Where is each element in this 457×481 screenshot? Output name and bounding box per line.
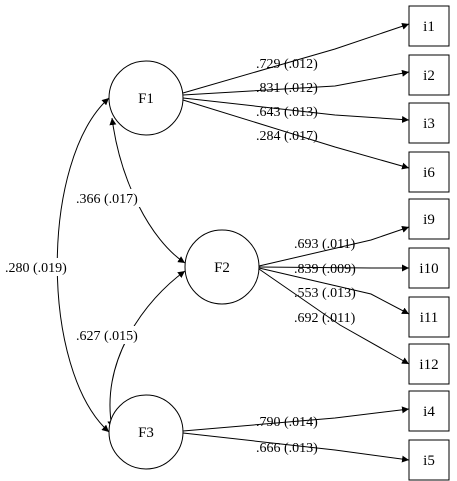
loading-edge-F1-i3 [182, 97, 410, 124]
loading-label-i12: .692 (.011) [294, 311, 356, 326]
factor-label-F2: F2 [214, 260, 230, 276]
indicator-label-i12: i12 [419, 357, 438, 373]
loading-label-i9: .693 (.011) [294, 237, 356, 252]
indicator-box-i1 [408, 5, 450, 47]
loading-edge-F2-i10 [258, 264, 409, 272]
indicator-box-i12 [408, 343, 450, 385]
indicator-label-i9: i9 [423, 212, 435, 228]
indicator-box-i5 [408, 439, 450, 481]
loading-label-i2: .831 (.012) [256, 81, 318, 96]
factor-label-F3: F3 [138, 425, 154, 441]
indicator-label-i11: i11 [420, 310, 439, 326]
indicator-box-i3 [408, 102, 450, 144]
indicator-label-i1: i1 [423, 19, 435, 35]
correlation-label-F1-F3: .280 (.019) [5, 261, 67, 276]
loading-label-i10: .839 (.009) [294, 262, 356, 277]
indicator-box-i6 [408, 151, 450, 193]
loading-label-i11: .553 (.013) [294, 286, 356, 301]
loading-edge-F1-i1 [182, 22, 410, 94]
loading-label-i3: .643 (.013) [256, 105, 318, 120]
correlation-label-F1-F2: .366 (.017) [76, 192, 138, 207]
indicator-box-i10 [408, 247, 450, 289]
indicator-box-i2 [408, 54, 450, 96]
indicator-label-i5: i5 [423, 453, 435, 469]
loading-label-i5: .666 (.013) [256, 441, 318, 456]
loading-label-i1: .729 (.012) [256, 57, 318, 72]
indicator-box-i4 [408, 390, 450, 432]
loading-edge-F2-i11 [258, 267, 410, 315]
loading-edge-F2-i9 [258, 225, 410, 267]
indicator-box-i9 [408, 198, 450, 240]
indicator-label-i2: i2 [423, 68, 435, 84]
correlation-label-bg-F1-F2 [74, 189, 150, 207]
factor-node-F1 [108, 60, 184, 136]
factor-node-F2 [184, 229, 260, 305]
loading-label-i4: .790 (.014) [256, 415, 318, 430]
loading-edge-F3-i5 [182, 432, 410, 463]
correlation-label-bg-F1-F3 [3, 258, 79, 276]
loading-label-i6: .284 (.017) [256, 129, 318, 144]
indicator-box-i11 [408, 296, 450, 338]
factor-label-F1: F1 [138, 91, 154, 107]
indicator-label-i3: i3 [423, 116, 435, 132]
correlation-label-bg-F2-F3 [74, 326, 150, 344]
indicator-label-i10: i10 [419, 261, 438, 277]
factor-node-F3 [108, 394, 184, 470]
indicator-label-i4: i4 [423, 404, 435, 420]
indicator-label-i6: i6 [423, 165, 435, 181]
loading-edge-F3-i4 [182, 406, 410, 432]
correlation-label-F2-F3: .627 (.015) [76, 329, 138, 344]
labels-layer: .729 (.012) .831 (.012) .643 (.013) .284 (.… [3, 57, 356, 456]
loading-edge-F1-i6 [182, 99, 410, 170]
loading-edge-F2-i12 [258, 268, 410, 365]
loading-edge-F1-i2 [182, 69, 410, 96]
